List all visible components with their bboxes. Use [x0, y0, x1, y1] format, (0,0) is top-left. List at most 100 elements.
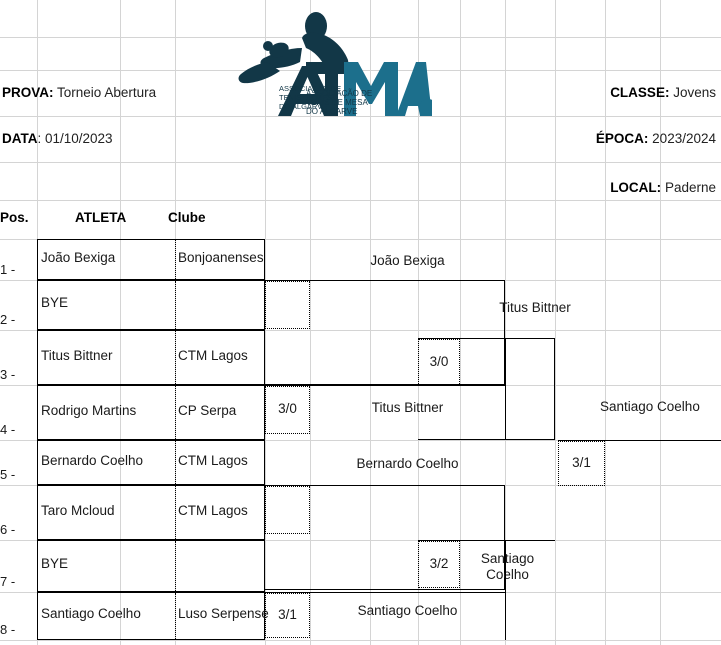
grid-line-horizontal	[0, 162, 721, 163]
score-r1-2: 3/0	[278, 401, 297, 416]
logo-line3: DO ALGARVE	[306, 107, 357, 116]
atma-logo: ASSOCIAÇÃO DE TENIS DE MESA DO ALGARVE	[232, 4, 432, 116]
round1-cell-7	[37, 540, 265, 592]
grid-line-vertical	[460, 0, 461, 645]
round1-player-5: Bernardo Coelho	[41, 452, 144, 468]
score-r2-2-cell	[418, 541, 460, 588]
score-r2-1: 3/0	[429, 353, 449, 369]
data-value: : 01/10/2023	[37, 131, 113, 146]
round2-connector-1	[265, 280, 505, 385]
logo-line2: TENIS DE MESA	[306, 98, 368, 107]
club-divider-7	[175, 541, 176, 591]
score-r2-1-cell	[418, 339, 460, 386]
club-divider-2	[175, 281, 176, 329]
score-r1-4: 3/1	[278, 606, 297, 622]
score-r1-3-cell	[265, 486, 310, 534]
epoca-value: 2023/2024	[652, 131, 716, 146]
classe-field: CLASSE: Jovens	[610, 85, 716, 101]
grid-line-horizontal	[0, 37, 721, 38]
round1-player-7: BYE	[41, 556, 69, 571]
local-label: LOCAL:	[610, 180, 662, 195]
round2-to-round3-joint-bottom	[505, 540, 506, 640]
final-winner: Santiago Coelho	[600, 399, 700, 414]
logo-sub-line3: DO ALGARVE	[279, 102, 328, 111]
epoca-label: ÉPOCA:	[595, 131, 649, 146]
round1-player-6: Taro Mcloud	[41, 502, 115, 518]
score-r2-2: 3/2	[429, 555, 449, 571]
grid-line-horizontal	[0, 200, 721, 201]
data-label: DATA	[2, 131, 38, 146]
round2-connector-2	[265, 385, 505, 386]
score-r3-cell	[558, 441, 605, 486]
logo-sub-line1: ASSOCIAÇÃO DE	[279, 84, 342, 93]
data-field: DATA: 01/10/2023	[2, 131, 113, 147]
seed-number-2: 2 -	[0, 312, 16, 327]
grid-line-vertical	[660, 0, 661, 645]
seed-number-4: 4 -	[0, 422, 16, 437]
grid-line-horizontal	[0, 540, 721, 541]
round1-cell-6	[37, 485, 265, 540]
prova-label: PROVA:	[2, 85, 54, 100]
round1-player-8: Santiago Coelho	[41, 606, 141, 621]
column-header-clube: Clube	[168, 210, 206, 225]
round1-cell-1	[37, 239, 265, 280]
club-divider-3	[175, 331, 176, 384]
round1-cell-3	[37, 330, 265, 385]
club-divider-5	[175, 441, 176, 484]
round1-club-3: CTM Lagos	[178, 347, 248, 363]
column-header-atleta: ATLETA	[75, 210, 127, 225]
grid-line-vertical	[505, 0, 506, 645]
round1-club-1: Bonjoanenses	[178, 249, 264, 265]
seed-number-3: 3 -	[0, 367, 16, 382]
seed-number-5: 5 -	[0, 467, 16, 482]
score-r1-1-cell	[265, 281, 310, 329]
score-r1-2-cell	[265, 386, 310, 434]
local-value: Paderne	[664, 180, 716, 195]
round3-connector-1	[418, 338, 555, 440]
club-divider-1	[175, 240, 176, 279]
round1-club-6: CTM Lagos	[178, 502, 248, 518]
seed-number-8: 8 -	[0, 622, 16, 637]
round1-club-5: CTM Lagos	[178, 452, 248, 468]
round2-winner-1: João Bexiga	[370, 253, 445, 268]
round2-connector-4	[265, 592, 505, 593]
round1-cell-5	[37, 440, 265, 485]
grid-line-horizontal	[0, 640, 721, 641]
logo-subtitle: ASSOCIAÇÃO DE TENIS DE MESA DO ALGARVE	[279, 84, 369, 111]
round3-connector-2	[418, 540, 555, 541]
classe-value: Jovens	[673, 85, 716, 100]
prova-value: Torneio Abertura	[57, 85, 157, 100]
local-field: LOCAL: Paderne	[610, 180, 716, 196]
final-connector	[558, 440, 721, 441]
club-divider-6	[175, 486, 176, 539]
grid-line-horizontal	[0, 239, 721, 240]
logo-sub-line2: TENIS DE MESA	[279, 93, 337, 102]
round1-club-8: Luso Serpense	[178, 606, 269, 621]
grid-line-vertical	[605, 0, 606, 645]
grid-line-vertical	[370, 0, 371, 645]
grid-line-horizontal	[0, 330, 721, 331]
seed-number-6: 6 -	[0, 522, 16, 537]
score-r1-4-cell	[265, 593, 310, 638]
logo-line1: ASSOCIAÇÃO DE	[306, 89, 372, 98]
classe-label: CLASSE:	[610, 85, 670, 100]
seed-number-7: 7 -	[0, 574, 16, 589]
prova-field: PROVA: Torneio Abertura	[2, 85, 156, 101]
round2-winner-4: Santiago Coelho	[357, 603, 458, 618]
round1-player-2: BYE	[41, 295, 69, 310]
grid-line-vertical	[418, 0, 419, 645]
round1-cell-4	[37, 385, 265, 440]
round2-winner-3: Bernardo Coelho	[356, 456, 459, 471]
club-divider-4	[175, 386, 176, 439]
club-divider-8	[175, 593, 176, 639]
round1-player-1: João Bexiga	[41, 249, 116, 265]
round1-player-4: Rodrigo Martins	[41, 402, 137, 418]
grid-line-vertical	[120, 0, 121, 645]
round1-cell-8	[37, 592, 265, 640]
round1-club-4: CP Serpa	[178, 402, 237, 418]
seed-number-1: 1 -	[0, 262, 16, 277]
grid-line-horizontal	[0, 116, 721, 117]
round3-winner-1: Titus Bittner	[499, 300, 571, 315]
round2-to-round3-joint-top	[505, 338, 506, 440]
